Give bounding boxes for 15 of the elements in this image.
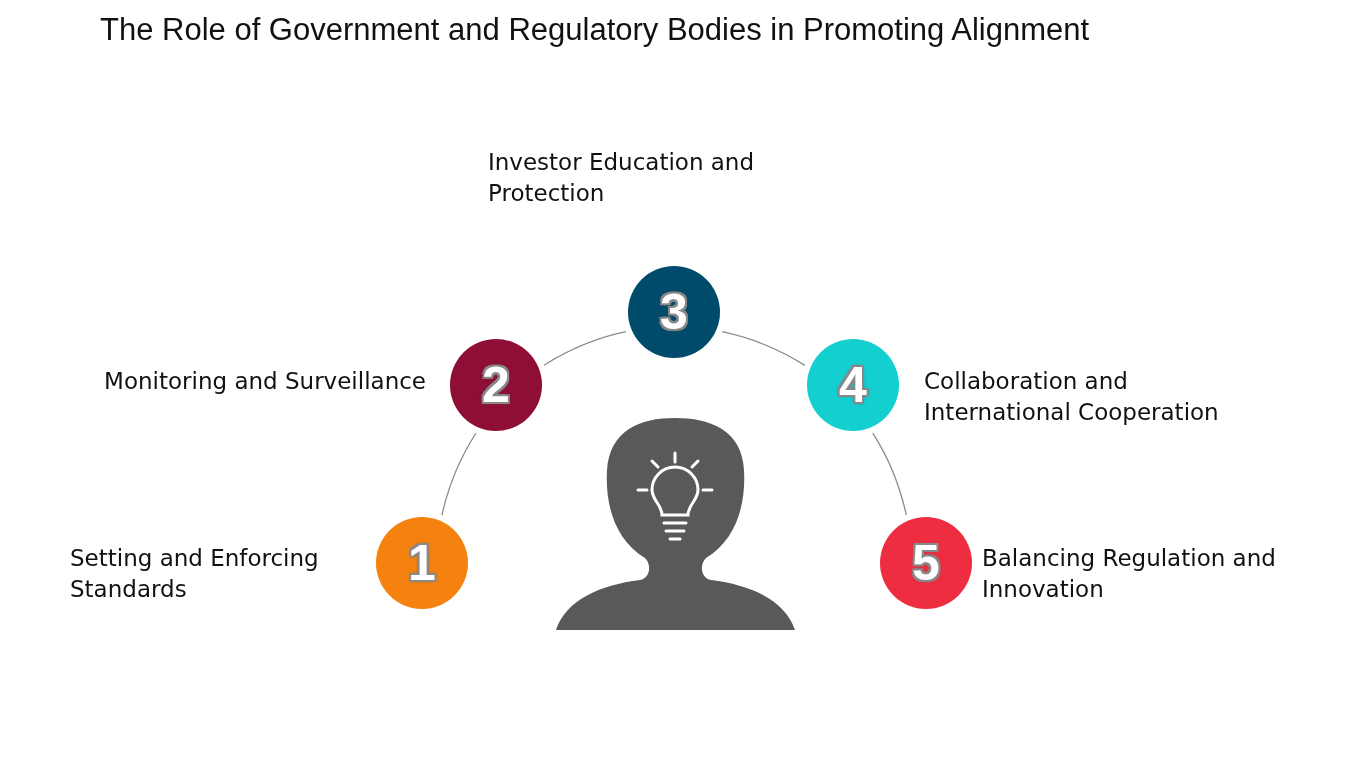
step-label: Investor Education and Protection xyxy=(488,148,756,208)
arc-connector xyxy=(543,331,627,366)
number-badge: 1 xyxy=(376,517,468,609)
arc-connector xyxy=(441,432,477,516)
arc-connector xyxy=(721,331,806,366)
step-label: Monitoring and Surveillance xyxy=(103,367,426,396)
step-label: Collaboration and International Cooperation xyxy=(924,367,1220,427)
step-label: Setting and Enforcing Standards xyxy=(70,544,320,604)
number-badge: 4 xyxy=(807,339,899,431)
number-badge: 3 xyxy=(628,266,720,358)
arc-connector xyxy=(872,432,907,516)
number-badge: 2 xyxy=(450,339,542,431)
title: The Role of Government and Regulatory Bodies in Promoting Alignment xyxy=(100,12,1090,48)
number-badge: 5 xyxy=(880,517,972,609)
step-label: Balancing Regulation and Innovation xyxy=(982,544,1277,604)
